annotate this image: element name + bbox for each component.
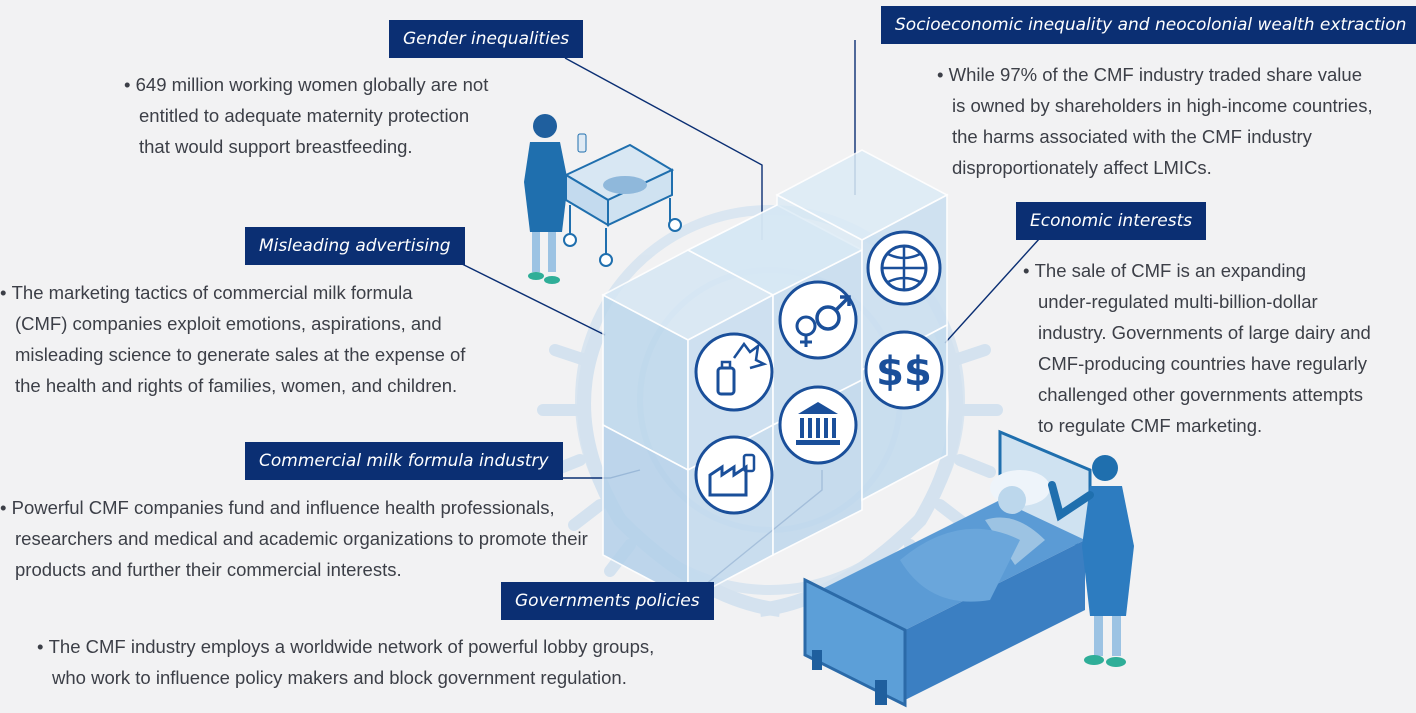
nurse-with-incubator [524, 114, 682, 284]
dollar-signs-icon: $$ [864, 330, 944, 410]
bottle-protest-icon [694, 332, 774, 412]
government-building-icon [778, 385, 858, 465]
industry-text: Powerful CMF companies fund and influenc… [0, 492, 588, 585]
advertising-text: The marketing tactics of commercial milk… [0, 277, 466, 401]
policies-text: The CMF industry employs a worldwide net… [37, 631, 655, 693]
socioeconomic-line-2: is owned by shareholders in high-income … [952, 95, 1373, 116]
svg-text:$$: $$ [876, 349, 932, 395]
tag-gender-inequalities: Gender inequalities [389, 20, 584, 58]
socioeconomic-line-1: While 97% of the CMF industry traded sha… [937, 59, 1373, 90]
economic-line-2: under-regulated multi-billion-dollar [1038, 291, 1318, 312]
industry-line-3: products and further their commercial in… [15, 559, 402, 580]
socioeconomic-text: While 97% of the CMF industry traded sha… [937, 59, 1373, 183]
bed-with-patient [803, 429, 1092, 708]
policies-line-1: The CMF industry employs a worldwide net… [37, 631, 655, 662]
economic-line-3: industry. Governments of large dairy and [1038, 322, 1371, 343]
advertising-line-2: (CMF) companies exploit emotions, aspira… [15, 313, 442, 334]
industry-line-1: Powerful CMF companies fund and influenc… [0, 492, 588, 523]
economic-text: The sale of CMF is an expanding under-re… [1023, 255, 1371, 441]
tag-socioeconomic-inequality: Socioeconomic inequality and neocolonial… [881, 6, 1416, 44]
economic-line-6: to regulate CMF marketing. [1038, 415, 1263, 436]
tag-cmf-industry: Commercial milk formula industry [245, 442, 563, 480]
socioeconomic-line-4: disproportionately affect LMICs. [952, 157, 1212, 178]
economic-line-4: CMF-producing countries have regularly [1038, 353, 1368, 374]
advertising-line-3: misleading science to generate sales at … [15, 344, 466, 365]
globe-money-icon [866, 230, 942, 306]
advertising-line-1: The marketing tactics of commercial milk… [0, 277, 465, 308]
gender-symbols-icon [778, 280, 858, 360]
factory-icon [694, 435, 774, 515]
socioeconomic-line-3: the harms associated with the CMF indust… [952, 126, 1312, 147]
doctor-figure [1048, 455, 1134, 667]
tag-governments-policies: Governments policies [501, 582, 714, 620]
gender-text: 649 million working women globally are n… [124, 69, 489, 162]
gender-line-3: that would support breastfeeding. [139, 136, 413, 157]
gender-line-2: entitled to adequate maternity protectio… [139, 105, 470, 126]
economic-line-5: challenged other governments attempts [1038, 384, 1363, 405]
tag-misleading-advertising: Misleading advertising [245, 227, 465, 265]
economic-line-1: The sale of CMF is an expanding [1023, 255, 1371, 286]
tag-economic-interests: Economic interests [1016, 202, 1207, 240]
gender-line-1: 649 million working women globally are n… [124, 69, 489, 100]
advertising-line-4: the health and rights of families, women… [15, 375, 458, 396]
policies-line-2: who work to influence policy makers and … [52, 667, 627, 688]
industry-line-2: researchers and medical and academic org… [15, 528, 588, 549]
